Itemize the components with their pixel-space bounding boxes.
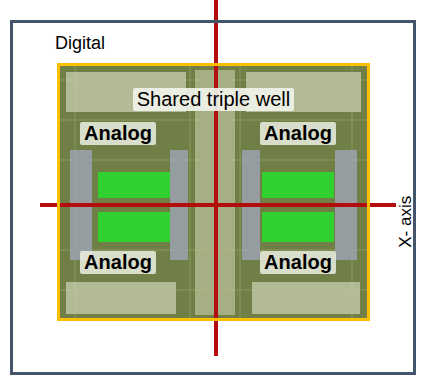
block-label: Analog xyxy=(80,122,156,145)
region-label: Digital xyxy=(55,33,105,54)
triple-well-region: Shared triple well xyxy=(57,63,370,321)
circuit-blocks xyxy=(66,70,361,315)
digital-region: DigitalShared triple well xyxy=(10,20,416,375)
region-label: Shared triple well xyxy=(133,88,294,111)
axis-label: X- axis xyxy=(396,196,416,248)
metal-grid xyxy=(60,66,367,319)
block-label: Analog xyxy=(80,251,156,274)
block-label: Analog xyxy=(260,122,336,145)
block-label: Analog xyxy=(260,251,336,274)
symmetry-axis xyxy=(40,0,396,356)
die-ground xyxy=(60,66,367,319)
